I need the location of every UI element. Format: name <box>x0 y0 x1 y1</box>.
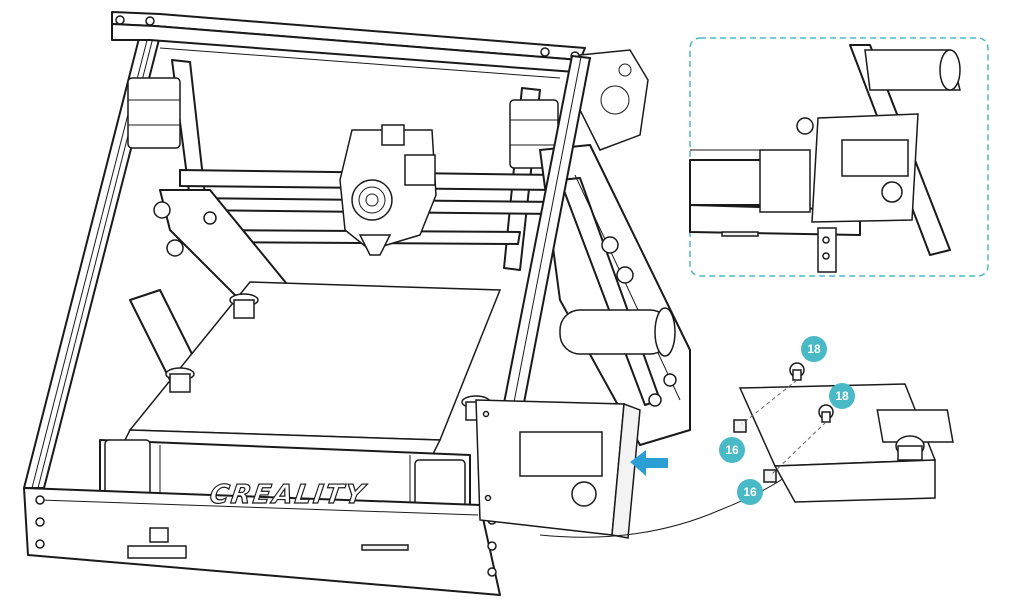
callout-screw-1: 18 <box>801 336 827 362</box>
exploded-display <box>733 362 954 503</box>
print-head <box>339 124 437 256</box>
display-cable <box>539 469 796 538</box>
printer-base <box>23 487 501 596</box>
mounted-display-unit <box>475 399 641 539</box>
left-stepper-motor <box>127 77 181 149</box>
extruder-assembly <box>579 49 649 151</box>
detail-inset-frame <box>689 37 989 277</box>
brand-label: CREALITY <box>207 479 368 510</box>
callout-nut-2: 16 <box>737 479 763 505</box>
callout-screw-2: 18 <box>829 383 855 409</box>
detail-inset-drawing <box>689 44 961 273</box>
callout-nut-1: 16 <box>719 437 745 463</box>
right-frame-assembly <box>539 144 691 446</box>
blue-arrow-left-icon <box>630 450 668 476</box>
